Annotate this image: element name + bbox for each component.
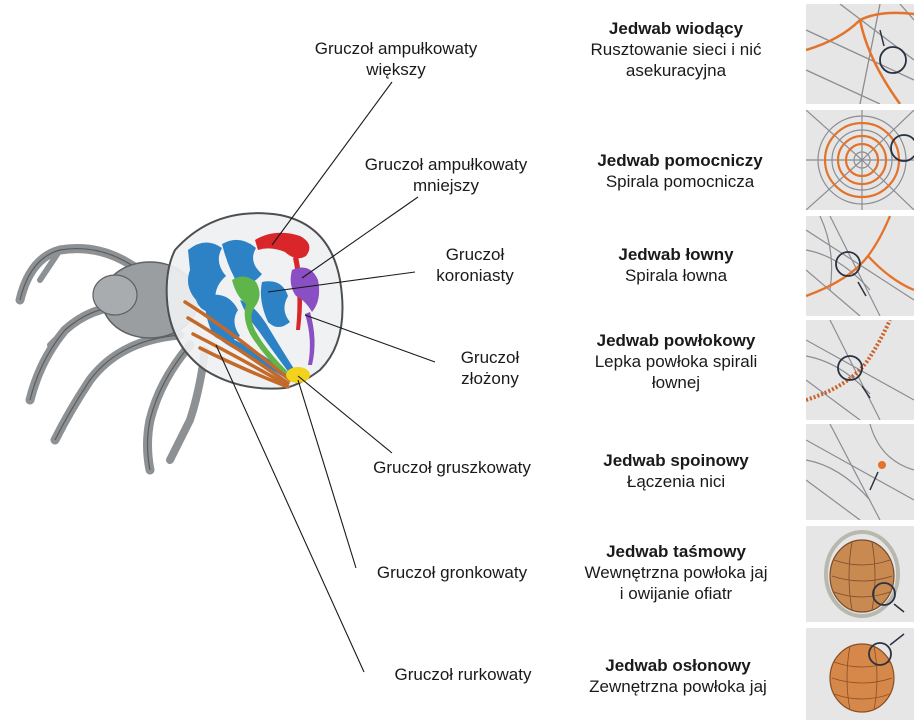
silk-name: Jedwab osłonowy (558, 655, 798, 676)
silk-use-line1: Lepka powłoka spirali (556, 351, 796, 372)
gland-label-piriform: Gruczoł gruszkowaty (352, 457, 552, 478)
gland-label-line1: Gruczoł rurkowaty (368, 664, 558, 685)
gland-label-line1: Gruczoł gronkowaty (352, 562, 552, 583)
silk-use-line2: asekuracyjna (556, 60, 796, 81)
silk-use-line1: Spirala pomocnicza (560, 171, 800, 192)
thumb-tubuliform-outer (806, 628, 914, 720)
silk-tubuliform-inner: Jedwab taśmowy Wewnętrzna powłoka jaj i … (556, 541, 796, 604)
silk-use-line1: Wewnętrzna powłoka jaj (556, 562, 796, 583)
silk-name: Jedwab spoinowy (556, 450, 796, 471)
silk-tubuliform-outer: Jedwab osłonowy Zewnętrzna powłoka jaj (558, 655, 798, 697)
silk-name: Jedwab taśmowy (556, 541, 796, 562)
silk-name: Jedwab powłokowy (556, 330, 796, 351)
silk-flagelliform: Jedwab łowny Spirala łowna (556, 244, 796, 286)
spider-head (93, 275, 137, 315)
silk-piriform: Jedwab spoinowy Łączenia nici (556, 450, 796, 492)
silk-use-line2: i owijanie ofiatr (556, 583, 796, 604)
gland-label-coronate: Gruczoł koroniasty (420, 244, 530, 286)
thumb-minor-ampullate (806, 110, 914, 210)
gland-label-line1: Gruczoł (440, 347, 540, 368)
silk-use-line1: Spirala łowna (556, 265, 796, 286)
silk-aggregate: Jedwab powłokowy Lepka powłoka spirali ł… (556, 330, 796, 393)
thumb-piriform (806, 424, 914, 520)
thumb-major-ampullate (806, 4, 914, 104)
silk-major-ampullate: Jedwab wiodący Rusztowanie sieci i nić a… (556, 18, 796, 81)
gland-label-compound: Gruczoł złożony (440, 347, 540, 389)
silk-use-line2: łownej (556, 372, 796, 393)
gland-label-line1: Gruczoł ampułkowaty (296, 38, 496, 59)
gland-label-line1: Gruczoł (420, 244, 530, 265)
silk-name: Jedwab pomocniczy (560, 150, 800, 171)
gland-label-line1: Gruczoł gruszkowaty (352, 457, 552, 478)
silk-name: Jedwab łowny (556, 244, 796, 265)
silk-use-line1: Łączenia nici (556, 471, 796, 492)
gland-label-line2: mniejszy (346, 175, 546, 196)
silk-use-line1: Zewnętrzna powłoka jaj (558, 676, 798, 697)
gland-label-line1: Gruczoł ampułkowaty (346, 154, 546, 175)
thumb-aggregate (806, 320, 914, 420)
silk-minor-ampullate: Jedwab pomocniczy Spirala pomocnicza (560, 150, 800, 192)
gland-label-line2: złożony (440, 368, 540, 389)
thumb-tubuliform (806, 526, 914, 622)
gland-label-ampullate-minor: Gruczoł ampułkowaty mniejszy (346, 154, 546, 196)
silk-use-line1: Rusztowanie sieci i nić (556, 39, 796, 60)
silk-name: Jedwab wiodący (556, 18, 796, 39)
thumb-flagelliform (806, 216, 914, 316)
gland-label-aciniform: Gruczoł gronkowaty (352, 562, 552, 583)
gland-label-line2: większy (296, 59, 496, 80)
gland-label-ampullate-major: Gruczoł ampułkowaty większy (296, 38, 496, 80)
gland-label-line2: koroniasty (420, 265, 530, 286)
gland-label-tubuliform: Gruczoł rurkowaty (368, 664, 558, 685)
